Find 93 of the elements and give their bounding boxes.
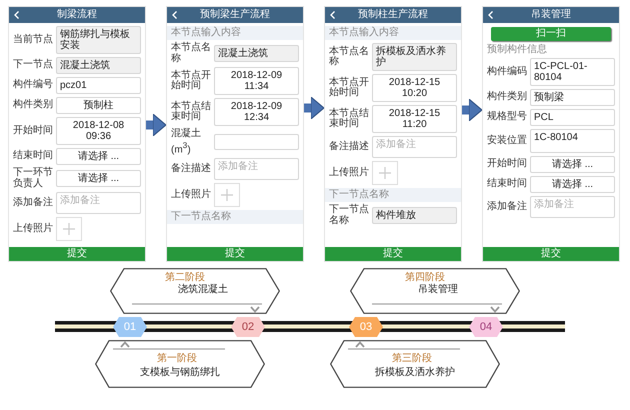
readonly-field: 构件堆放 (372, 207, 457, 224)
submit-button: 提交 (167, 247, 303, 261)
submit-button: 提交 (325, 247, 461, 261)
input-field: pcz01 (56, 77, 141, 94)
select-field: 请选择 ... (530, 156, 615, 173)
field-label: 构件类别 (487, 92, 527, 103)
field-label: 本节点结束时间 (329, 108, 369, 130)
arrow (304, 96, 324, 120)
field-label: 构件类别 (13, 100, 53, 111)
field-label: 当前节点 (13, 34, 53, 46)
step-number: 01 (122, 321, 138, 333)
input-field: 1C-PCL-01-80104 (530, 58, 615, 86)
field-label: 结束时间 (13, 151, 53, 162)
submit-button: 提交 (9, 247, 145, 261)
phone-screen (324, 6, 462, 262)
select-field: 请选择 ... (56, 148, 141, 165)
step-badge (231, 317, 265, 337)
readonly-field: 混凝土浇筑 (56, 57, 141, 74)
step-badge (349, 317, 383, 337)
section-heading: 下一节点名称 (167, 210, 303, 224)
input-field: 1C-80104 (530, 129, 615, 153)
select-field: 请选择 ... (530, 176, 615, 193)
field-label: 规格型号 (487, 112, 527, 123)
section-heading: 本节点输入内容 (325, 26, 461, 40)
field-label: 结束时间 (487, 179, 527, 190)
step-badge (113, 317, 147, 337)
stage-card (350, 268, 520, 314)
stage-title: 支模板与钢筋绑扎 (140, 367, 220, 378)
phone-screen (8, 6, 146, 262)
stage-card (110, 268, 280, 314)
textarea-field: 添加备注 (56, 192, 141, 214)
select-field: 2018-12-09 11:34 (214, 67, 299, 95)
select-field: 2018-12-15 11:20 (372, 105, 457, 133)
select-field: 请选择 ... (56, 170, 141, 187)
stage-card (330, 340, 500, 388)
scan-button: 扫一扫 (491, 27, 611, 41)
stage-title: 浇筑混凝土 (178, 284, 228, 295)
field-label: 本节点开始时间 (329, 78, 369, 98)
field-label: 添加备注 (13, 198, 53, 208)
field-label: 构件编码 (487, 66, 527, 78)
field-label: 开始时间 (487, 159, 527, 170)
textarea-field: 添加备注 (530, 196, 615, 218)
field-label: 上传照片 (171, 190, 211, 201)
field-label: 下一节点名称 (329, 205, 369, 226)
phone-screen (482, 6, 620, 262)
field-label: 上传照片 (329, 168, 369, 178)
section-heading: 下一节点名称 (325, 188, 461, 202)
step-badge (469, 317, 503, 337)
field-label: 本节点结束时间 (171, 102, 211, 122)
step-number: 02 (240, 321, 256, 333)
field-label: 本节点名称 (171, 43, 211, 64)
field-label: 下一环节负责人 (13, 168, 53, 189)
field-label: 本节点名称 (329, 46, 369, 68)
arrow (462, 98, 482, 122)
stage-card (95, 340, 265, 388)
readonly-field: 钢筋绑扎与模板安装 (56, 26, 141, 54)
select-field: 2018-12-09 12:34 (214, 98, 299, 126)
section-heading: 预制构件信息 (487, 44, 548, 55)
phone-screen (166, 6, 304, 262)
submit-button: 提交 (483, 247, 619, 261)
readonly-field: 混凝土浇筑 (214, 45, 299, 62)
section-heading: 本节点输入内容 (167, 26, 303, 40)
select-field: 2018-12-08 09:36 (56, 117, 141, 145)
readonly-field: 拆模板及洒水养护 (372, 43, 457, 71)
field-label: 备注描述 (329, 142, 369, 152)
select-field: 2018-12-15 10:20 (372, 74, 457, 102)
field-label: 混凝土(m$^{3}$) (171, 129, 202, 156)
step-number: 03 (358, 321, 374, 333)
input-field: 预制梁 (530, 89, 615, 106)
field-label: 下一节点 (13, 60, 53, 71)
field-label: 安装位置 (487, 136, 527, 146)
select-field: 预制柱 (56, 97, 141, 114)
step-number: 04 (478, 321, 494, 333)
textarea-field: 添加备注 (372, 136, 457, 158)
stage-label: 第二阶段 (165, 272, 205, 283)
textarea-field: 添加备注 (214, 158, 299, 180)
stage-label: 第三阶段 (392, 353, 432, 364)
field-label: 上传照片 (13, 224, 53, 234)
input-field: PCL (530, 109, 615, 126)
field-label: 添加备注 (487, 202, 527, 212)
stage-label: 第四阶段 (405, 272, 445, 283)
field-label: 构件编号 (13, 80, 53, 91)
field-label: 本节点开始时间 (171, 70, 211, 92)
field-label: 开始时间 (13, 126, 53, 136)
stage-title: 拆模板及洒水养护 (375, 367, 455, 378)
screen-title: 制梁流程 (57, 9, 97, 21)
field-label: 备注描述 (171, 164, 211, 175)
arrow (146, 114, 166, 136)
screen-title: 预制梁生产流程 (200, 9, 270, 21)
screen-title: 预制柱生产流程 (358, 9, 428, 21)
stage-title: 吊装管理 (418, 284, 458, 295)
screen-title: 吊装管理 (531, 9, 571, 21)
stage-label: 第一阶段 (157, 353, 197, 364)
